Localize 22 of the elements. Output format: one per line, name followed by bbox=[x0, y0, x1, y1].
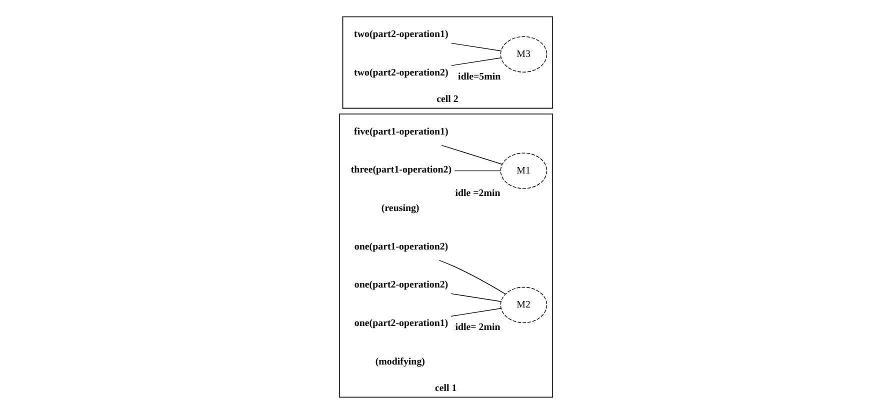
node-text: two(part2-operation1) bbox=[354, 29, 448, 40]
connector bbox=[451, 42, 502, 52]
node-label: idle =2min bbox=[455, 188, 500, 199]
node-text: one(part1-operation2) bbox=[354, 241, 448, 252]
node-ellipse: M1 bbox=[500, 152, 548, 189]
node-ellipse: M3 bbox=[500, 36, 548, 72]
label: (reusing) bbox=[381, 203, 420, 214]
label: (modifying) bbox=[375, 356, 425, 368]
node-ellipse: M2 bbox=[500, 286, 548, 324]
connector bbox=[451, 58, 502, 66]
connector bbox=[450, 308, 502, 317]
node-text: one(part2-operation1) bbox=[354, 318, 448, 330]
node-text: five(part1-operation1) bbox=[354, 126, 448, 138]
connector bbox=[441, 144, 502, 165]
node-label: idle=5min bbox=[458, 71, 501, 82]
node-text: three(part1-operation2) bbox=[350, 164, 452, 176]
connector bbox=[450, 293, 502, 302]
node-text: two(part2-operation2) bbox=[354, 67, 448, 78]
connector bbox=[438, 260, 506, 294]
node-text: one(part2-operation2) bbox=[354, 280, 448, 291]
node-label: idle= 2min bbox=[455, 322, 500, 333]
connector bbox=[454, 170, 501, 172]
